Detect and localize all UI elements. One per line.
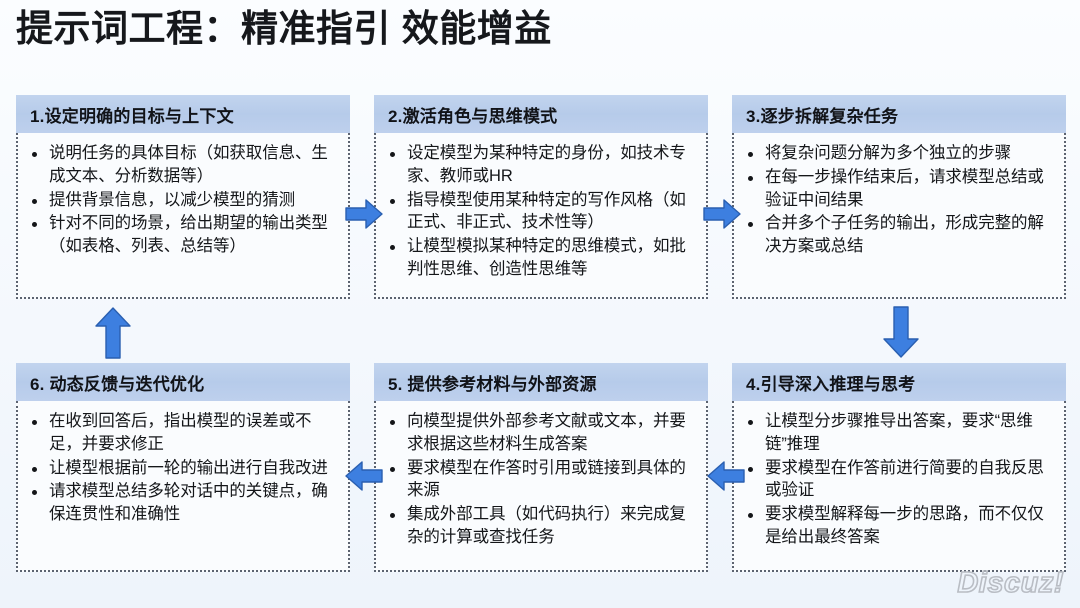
card-step-4: 4.引导深入推理与思考 让模型分步骤推导出答案，要求“思维链”推理 要求模型在作… [732, 363, 1066, 572]
list-item: 要求模型在作答前进行简要的自我反思或验证 [744, 457, 1052, 503]
card-step-2: 2.激活角色与思维模式 设定模型为某种特定的身份，如技术专家、教师或HR 指导模… [374, 95, 708, 299]
list-item: 要求模型在作答时引用或链接到具体的来源 [386, 457, 694, 503]
card-step-4-bullet-list: 让模型分步骤推导出答案，要求“思维链”推理 要求模型在作答前进行简要的自我反思或… [744, 410, 1052, 549]
list-item: 将复杂问题分解为多个独立的步骤 [744, 142, 1052, 165]
card-step-5: 5. 提供参考材料与外部资源 向模型提供外部参考文献或文本，并要求根据这些材料生… [374, 363, 708, 572]
card-step-3-header: 3.逐步拆解复杂任务 [732, 95, 1066, 133]
card-step-6-header: 6. 动态反馈与迭代优化 [16, 363, 350, 401]
card-step-5-body: 向模型提供外部参考文献或文本，并要求根据这些材料生成答案 要求模型在作答时引用或… [374, 401, 708, 572]
card-step-1-header: 1.设定明确的目标与上下文 [16, 95, 350, 133]
list-item: 指导模型使用某种特定的写作风格（如正式、非正式、技术性等） [386, 189, 694, 235]
arrow-up-icon [92, 306, 134, 360]
card-step-2-body: 设定模型为某种特定的身份，如技术专家、教师或HR 指导模型使用某种特定的写作风格… [374, 133, 708, 299]
list-item: 让模型分步骤推导出答案，要求“思维链”推理 [744, 410, 1052, 456]
card-step-3: 3.逐步拆解复杂任务 将复杂问题分解为多个独立的步骤 在每一步操作结束后，请求模… [732, 95, 1066, 299]
list-item: 在每一步操作结束后，请求模型总结或验证中间结果 [744, 166, 1052, 212]
list-item: 向模型提供外部参考文献或文本，并要求根据这些材料生成答案 [386, 410, 694, 456]
discuz-watermark: Discuz! [957, 566, 1065, 600]
list-item: 要求模型解释每一步的思路，而不仅仅是给出最终答案 [744, 503, 1052, 549]
card-step-1-body: 说明任务的具体目标（如获取信息、生成文本、分析数据等） 提供背景信息，以减少模型… [16, 133, 350, 299]
list-item: 提供背景信息，以减少模型的猜测 [28, 189, 336, 212]
card-step-6-bullet-list: 在收到回答后，指出模型的误差或不足，并要求修正 让模型根据前一轮的输出进行自我改… [28, 410, 336, 526]
arrow-right-icon [344, 194, 384, 234]
card-step-1-bullet-list: 说明任务的具体目标（如获取信息、生成文本、分析数据等） 提供背景信息，以减少模型… [28, 142, 336, 258]
list-item: 集成外部工具（如代码执行）来完成复杂的计算或查找任务 [386, 503, 694, 549]
card-step-2-header: 2.激活角色与思维模式 [374, 95, 708, 133]
arrow-down-icon [880, 305, 922, 359]
list-item: 合并多个子任务的输出，形成完整的解决方案或总结 [744, 212, 1052, 258]
card-step-5-bullet-list: 向模型提供外部参考文献或文本，并要求根据这些材料生成答案 要求模型在作答时引用或… [386, 410, 694, 549]
page-title: 提示词工程：精准指引 效能增益 [16, 8, 552, 49]
card-step-4-body: 让模型分步骤推导出答案，要求“思维链”推理 要求模型在作答前进行简要的自我反思或… [732, 401, 1066, 572]
card-step-2-bullet-list: 设定模型为某种特定的身份，如技术专家、教师或HR 指导模型使用某种特定的写作风格… [386, 142, 694, 281]
card-step-6: 6. 动态反馈与迭代优化 在收到回答后，指出模型的误差或不足，并要求修正 让模型… [16, 363, 350, 572]
arrow-left-icon [344, 456, 384, 496]
card-step-3-bullet-list: 将复杂问题分解为多个独立的步骤 在每一步操作结束后，请求模型总结或验证中间结果 … [744, 142, 1052, 258]
card-step-3-body: 将复杂问题分解为多个独立的步骤 在每一步操作结束后，请求模型总结或验证中间结果 … [732, 133, 1066, 299]
list-item: 说明任务的具体目标（如获取信息、生成文本、分析数据等） [28, 142, 336, 188]
list-item: 让模型根据前一轮的输出进行自我改进 [28, 457, 336, 480]
card-step-4-header: 4.引导深入推理与思考 [732, 363, 1066, 401]
arrow-right-icon [702, 194, 742, 234]
card-step-5-header: 5. 提供参考材料与外部资源 [374, 363, 708, 401]
card-step-1: 1.设定明确的目标与上下文 说明任务的具体目标（如获取信息、生成文本、分析数据等… [16, 95, 350, 299]
list-item: 针对不同的场景，给出期望的输出类型（如表格、列表、总结等） [28, 212, 336, 258]
list-item: 请求模型总结多轮对话中的关键点，确保连贯性和准确性 [28, 480, 336, 526]
list-item: 在收到回答后，指出模型的误差或不足，并要求修正 [28, 410, 336, 456]
list-item: 设定模型为某种特定的身份，如技术专家、教师或HR [386, 142, 694, 188]
list-item: 让模型模拟某种特定的思维模式，如批判性思维、创造性思维等 [386, 235, 694, 281]
arrow-left-icon [706, 456, 746, 496]
card-step-6-body: 在收到回答后，指出模型的误差或不足，并要求修正 让模型根据前一轮的输出进行自我改… [16, 401, 350, 572]
